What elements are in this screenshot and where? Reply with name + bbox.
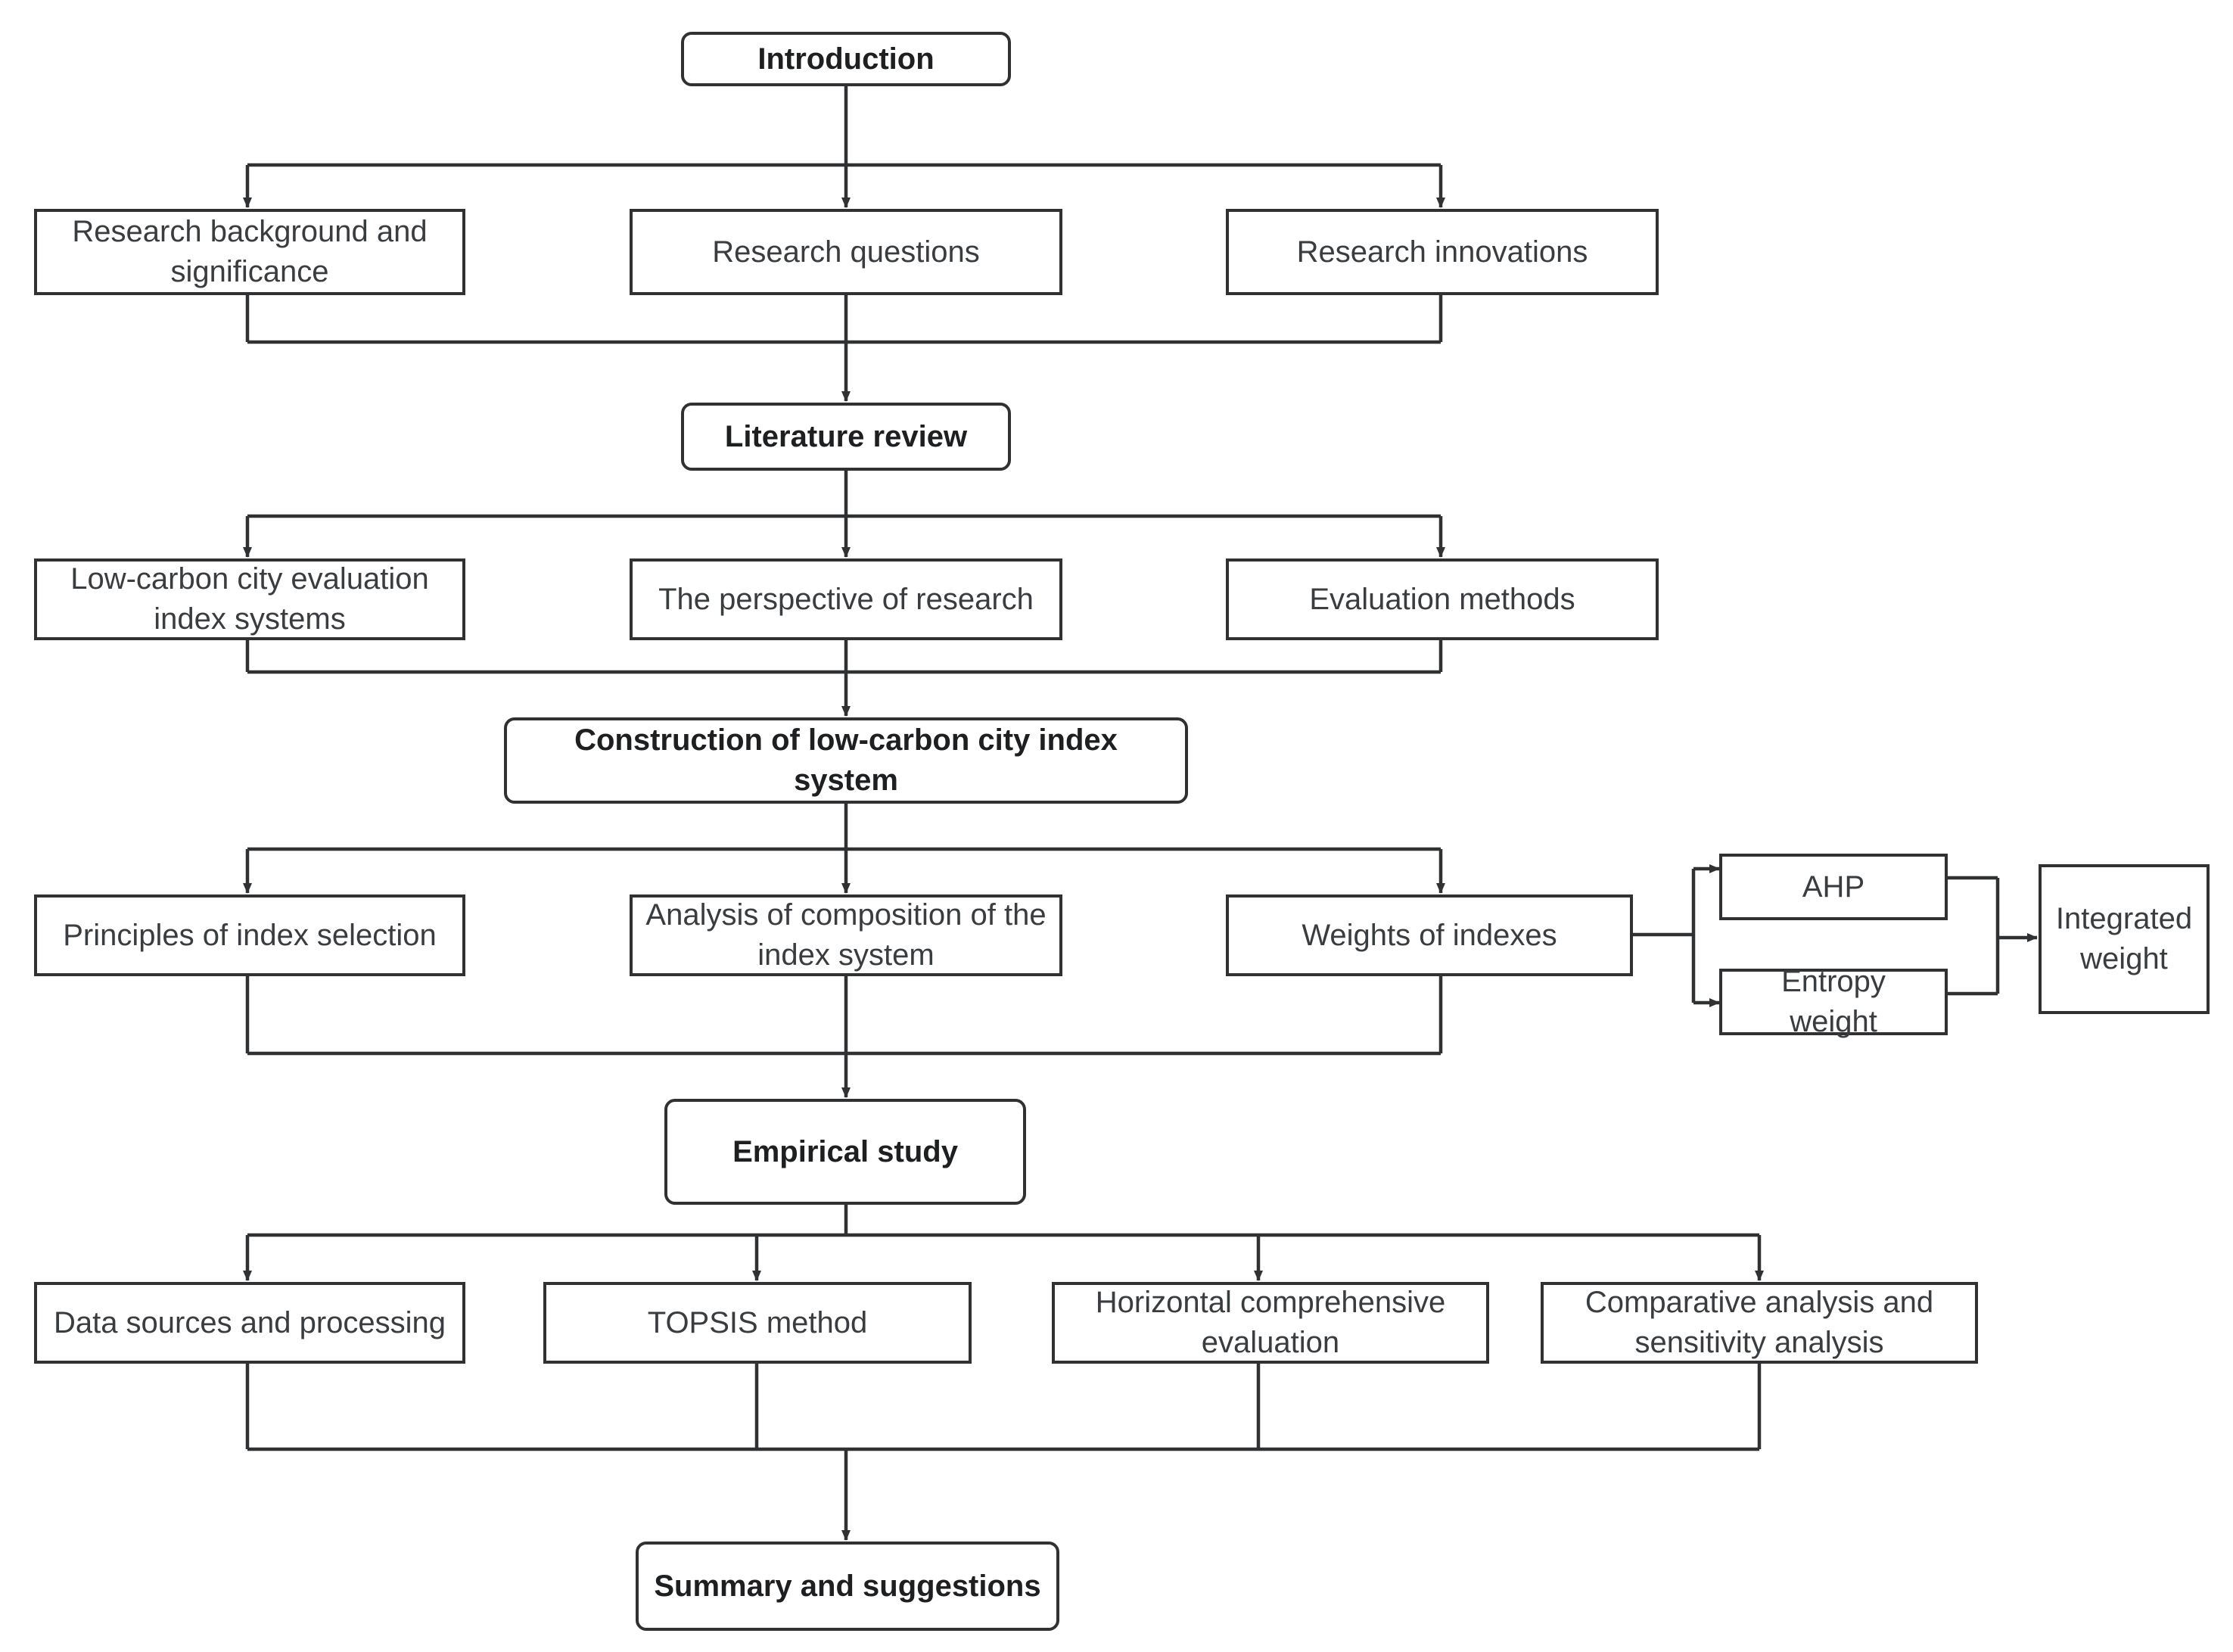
node-literature-review[interactable]: Literature review [681, 403, 1011, 471]
node-perspective-label: The perspective of research [658, 582, 1034, 616]
node-index-systems[interactable]: Low-carbon city evaluation index systems [34, 558, 465, 640]
node-data-sources[interactable]: Data sources and processing [34, 1282, 465, 1364]
node-empirical-study-label: Empirical study [732, 1134, 958, 1168]
node-topsis-label: TOPSIS method [647, 1305, 868, 1339]
node-comparative-analysis[interactable]: Comparative analysis and sensitivity ana… [1541, 1282, 1978, 1364]
node-ahp[interactable]: AHP [1719, 854, 1948, 920]
node-integrated-weight[interactable]: Integrated weight [2039, 864, 2210, 1014]
node-weights[interactable]: Weights of indexes [1226, 894, 1633, 976]
node-construction-label: Construction of low-carbon city index sy… [574, 723, 1118, 797]
node-evaluation-methods-label: Evaluation methods [1309, 582, 1575, 616]
node-introduction[interactable]: Introduction [681, 32, 1011, 86]
node-evaluation-methods[interactable]: Evaluation methods [1226, 558, 1659, 640]
node-principles[interactable]: Principles of index selection [34, 894, 465, 976]
node-principles-label: Principles of index selection [63, 918, 437, 952]
node-research-background[interactable]: Research background and significance [34, 209, 465, 295]
node-summary-label: Summary and suggestions [654, 1569, 1041, 1603]
node-weights-label: Weights of indexes [1302, 918, 1557, 952]
node-entropy-weight-label: Entropy weight [1781, 965, 1886, 1038]
node-research-background-label: Research background and significance [72, 215, 428, 288]
node-literature-review-label: Literature review [724, 419, 968, 453]
node-topsis[interactable]: TOPSIS method [543, 1282, 972, 1364]
node-horizontal-evaluation[interactable]: Horizontal comprehensive evaluation [1052, 1282, 1489, 1364]
node-empirical-study[interactable]: Empirical study [664, 1099, 1026, 1205]
node-data-sources-label: Data sources and processing [53, 1305, 446, 1339]
node-horizontal-evaluation-label: Horizontal comprehensive evaluation [1095, 1286, 1446, 1359]
node-integrated-weight-label: Integrated weight [2055, 902, 2193, 975]
node-research-questions-label: Research questions [712, 235, 980, 269]
node-perspective[interactable]: The perspective of research [630, 558, 1062, 640]
node-comparative-analysis-label: Comparative analysis and sensitivity ana… [1585, 1286, 1934, 1359]
node-entropy-weight[interactable]: Entropy weight [1719, 965, 1948, 1038]
node-research-innovations[interactable]: Research innovations [1226, 209, 1659, 295]
node-ahp-label: AHP [1802, 870, 1865, 904]
node-summary[interactable]: Summary and suggestions [636, 1542, 1059, 1631]
node-research-questions[interactable]: Research questions [630, 209, 1062, 295]
node-index-systems-label: Low-carbon city evaluation index systems [70, 562, 429, 636]
node-composition[interactable]: Analysis of composition of the index sys… [630, 894, 1062, 976]
node-research-innovations-label: Research innovations [1296, 235, 1588, 269]
node-construction[interactable]: Construction of low-carbon city index sy… [504, 717, 1188, 804]
node-introduction-label: Introduction [757, 42, 935, 76]
node-composition-label: Analysis of composition of the index sys… [645, 898, 1047, 972]
